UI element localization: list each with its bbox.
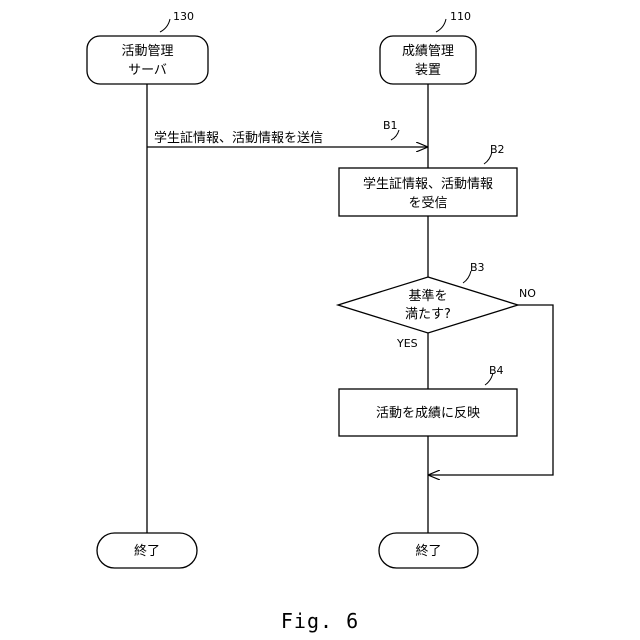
yes-branch-label: YES <box>396 337 418 350</box>
activity-server-header: 活動管理 サーバ <box>87 36 208 84</box>
grade-device-ref-label: 110 <box>450 10 471 23</box>
reflect-step-label: 活動を成績に反映 <box>376 406 480 421</box>
receive-step-line1: 学生証情報、活動情報 <box>363 176 493 192</box>
grade-device-label-line1: 成績管理 <box>402 44 454 59</box>
activity-server-ref: 130 <box>160 10 194 32</box>
grade-device-label-line2: 装置 <box>415 63 441 78</box>
b2-ref-label: B2 <box>490 143 505 156</box>
left-end-terminal: 終了 <box>97 533 197 568</box>
grade-device-ref: 110 <box>436 10 471 32</box>
criteria-decision-line1: 基準を <box>408 288 447 304</box>
send-message-arrow: 学生証情報、活動情報を送信 B1 <box>147 119 427 147</box>
right-end-terminal: 終了 <box>379 533 478 568</box>
receive-step-line2: を受信 <box>408 196 447 211</box>
b4-ref-label: B4 <box>489 364 504 377</box>
right-end-label: 終了 <box>415 543 441 559</box>
criteria-decision-line2: 満たす? <box>405 307 451 322</box>
b3-ref-label: B3 <box>470 261 485 274</box>
no-branch-label: NO <box>519 287 536 300</box>
send-message-label: 学生証情報、活動情報を送信 <box>154 130 323 146</box>
activity-server-label-line2: サーバ <box>128 63 167 78</box>
b1-ref-label: B1 <box>383 119 398 132</box>
activity-server-ref-label: 130 <box>173 10 194 23</box>
grade-device-header: 成績管理 装置 <box>380 36 476 84</box>
figure-label: Fig. 6 <box>281 609 359 633</box>
activity-server-label-line1: 活動管理 <box>121 44 173 59</box>
left-end-label: 終了 <box>134 543 160 559</box>
